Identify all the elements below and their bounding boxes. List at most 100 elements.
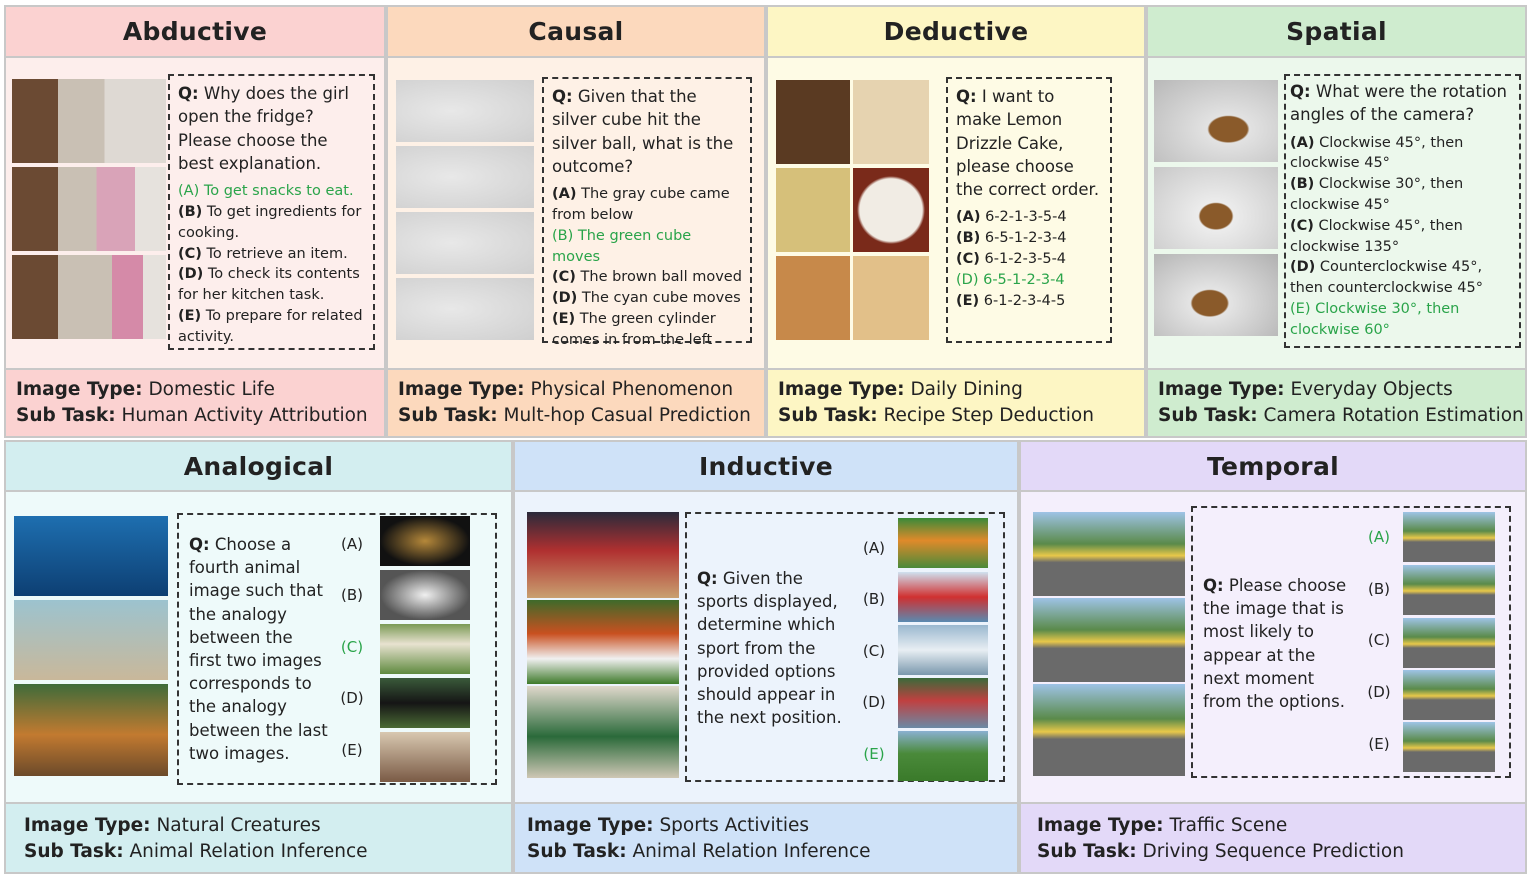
question-box: Q: What were the rotation angles of the … bbox=[1284, 74, 1521, 348]
option-e-label: (E) bbox=[863, 745, 885, 763]
recipe-image-6 bbox=[853, 256, 929, 340]
panel-footer: Image Type: Everyday Objects Sub Task: C… bbox=[1148, 368, 1525, 436]
question-text: Q: Choose a fourth animal image such tha… bbox=[189, 535, 328, 763]
panel-footer: Image Type: Natural Creatures Sub Task: … bbox=[6, 802, 511, 872]
panel-title: Temporal bbox=[1021, 442, 1525, 492]
football-image bbox=[527, 600, 679, 684]
panel-body: Q: Why does the girl open the fridge? Pl… bbox=[6, 58, 384, 372]
kitchen-frame-2 bbox=[12, 167, 166, 251]
option-a-label: (A) bbox=[1368, 528, 1390, 546]
camera-view-2 bbox=[1154, 167, 1278, 249]
option-e: (E) 6-1-2-3-4-5 bbox=[956, 292, 1066, 309]
option-b: (B) The green cube moves bbox=[552, 227, 692, 265]
option-c-label: (C) bbox=[1367, 631, 1391, 649]
panel-body: Q: Given that the silver cube hit the si… bbox=[388, 58, 764, 372]
option-c-label: (C) bbox=[340, 638, 364, 656]
kitchen-frame-1 bbox=[12, 79, 166, 163]
question-text: Q: What were the rotation angles of the … bbox=[1290, 82, 1507, 125]
image-type-line: Image Type: Natural Creatures bbox=[24, 815, 321, 836]
option-d-label: (D) bbox=[862, 693, 886, 711]
panel-analogical: Analogical Q: Choose a fourth animal ima… bbox=[4, 440, 513, 874]
question-text: Q: I want to make Lemon Drizzle Cake, pl… bbox=[956, 87, 1100, 200]
option-d: (D) To check its contents for her kitche… bbox=[178, 266, 360, 304]
image-type-line: Image Type: Physical Phenomenon bbox=[398, 379, 734, 400]
option-c: (C) The brown ball moved bbox=[552, 269, 742, 286]
recipe-image-3 bbox=[776, 168, 850, 252]
option-b-image bbox=[380, 570, 470, 620]
option-b-image bbox=[1403, 565, 1495, 615]
sub-task-line: Sub Task: Human Activity Attribution bbox=[16, 405, 368, 426]
panel-abductive: Abductive Q: Why does the girl open the … bbox=[4, 5, 386, 438]
option-a: (A) To get snacks to eat. bbox=[178, 183, 354, 200]
option-d: (D) Counterclockwise 45°, then countercl… bbox=[1290, 259, 1483, 297]
recipe-image-4 bbox=[853, 168, 929, 252]
option-a: (A) 6-2-1-3-5-4 bbox=[956, 209, 1067, 226]
basketball-image bbox=[527, 512, 679, 598]
option-c-image bbox=[898, 625, 988, 675]
sub-task-line: Sub Task: Mult-hop Casual Prediction bbox=[398, 405, 751, 426]
option-c-image bbox=[380, 624, 470, 674]
image-type-line: Image Type: Traffic Scene bbox=[1037, 815, 1288, 836]
question: Why does the girl open the fridge? Pleas… bbox=[178, 84, 349, 173]
option-c: (C) To retrieve an item. bbox=[178, 245, 348, 262]
scene-frame-2 bbox=[396, 146, 534, 208]
option-e-image bbox=[1403, 722, 1495, 772]
option-e-label: (E) bbox=[1368, 735, 1390, 753]
option-e: (E) Clockwise 30°, then clockwise 60° bbox=[1290, 300, 1460, 338]
panel-title: Abductive bbox=[6, 7, 384, 58]
option-b: (B) To get ingredients for cooking. bbox=[178, 203, 362, 241]
panel-deductive: Deductive Q: I want to make Lemon Drizzl… bbox=[766, 5, 1146, 438]
panel-title: Causal bbox=[388, 7, 764, 58]
panel-body: Q: Choose a fourth animal image such tha… bbox=[6, 492, 511, 806]
option-e: (E) The green cylinder comes in from the… bbox=[552, 310, 716, 348]
option-e-label: (E) bbox=[341, 741, 363, 759]
question-box: Q: Given the sports displayed, determine… bbox=[685, 512, 1005, 782]
sub-task-line: Sub Task: Driving Sequence Prediction bbox=[1037, 841, 1404, 862]
camera-view-1 bbox=[1154, 80, 1278, 162]
option-e: (E) To prepare for related activity. bbox=[178, 307, 363, 345]
sub-task-line: Sub Task: Camera Rotation Estimation bbox=[1158, 405, 1524, 426]
panel-title: Analogical bbox=[6, 442, 511, 492]
panel-title: Inductive bbox=[515, 442, 1017, 492]
tiger-image bbox=[14, 684, 168, 776]
question-text: Q: Why does the girl open the fridge? Pl… bbox=[178, 82, 365, 175]
panel-body: Q: What were the rotation angles of the … bbox=[1148, 58, 1525, 372]
option-e-image bbox=[898, 731, 988, 781]
kitchen-frame-3 bbox=[12, 255, 166, 339]
recipe-image-2 bbox=[853, 80, 929, 164]
option-b: (B) Clockwise 30°, then clockwise 45° bbox=[1290, 176, 1464, 213]
panel-body: Q: I want to make Lemon Drizzle Cake, pl… bbox=[768, 58, 1144, 372]
question-box: Q: Please choose the image that is most … bbox=[1191, 506, 1511, 778]
road-frame-1 bbox=[1033, 512, 1185, 596]
rugby-image bbox=[527, 686, 679, 778]
option-c-label: (C) bbox=[862, 642, 886, 660]
option-a-label: (A) bbox=[863, 539, 885, 557]
option-d-label: (D) bbox=[1367, 683, 1391, 701]
panel-footer: Image Type: Sports Activities Sub Task: … bbox=[515, 802, 1017, 872]
option-a-label: (A) bbox=[341, 535, 363, 553]
shark-image bbox=[14, 516, 168, 596]
question-box: Q: Given that the silver cube hit the si… bbox=[542, 77, 752, 348]
panel-causal: Causal Q: Given that the silver cube hit… bbox=[386, 5, 766, 438]
question-box: Q: Why does the girl open the fridge? Pl… bbox=[168, 74, 375, 350]
sub-task-line: Sub Task: Animal Relation Inference bbox=[24, 841, 368, 862]
option-a: (A) Clockwise 45°, then clockwise 45° bbox=[1290, 134, 1464, 172]
option-b: (B) 6-5-1-2-3-4 bbox=[956, 230, 1067, 247]
recipe-image-5 bbox=[776, 256, 850, 340]
option-d-image bbox=[898, 678, 988, 728]
image-type-line: Image Type: Everyday Objects bbox=[1158, 379, 1453, 400]
road-frame-2 bbox=[1033, 598, 1185, 682]
option-c: (C) 6-1-2-3-5-4 bbox=[956, 251, 1067, 268]
option-b-label: (B) bbox=[1368, 580, 1390, 598]
option-d: (D) The cyan cube moves bbox=[552, 290, 741, 307]
q-label: Q: bbox=[178, 84, 199, 103]
image-type-line: Image Type: Daily Dining bbox=[778, 379, 1023, 400]
option-a: (A) The gray cube came from below bbox=[552, 186, 730, 223]
panel-footer: Image Type: Traffic Scene Sub Task: Driv… bbox=[1021, 802, 1525, 872]
option-b-label: (B) bbox=[341, 586, 363, 604]
option-d-label: (D) bbox=[340, 689, 364, 707]
option-d: (D) 6-5-1-2-3-4 bbox=[956, 271, 1065, 288]
question-box: Q: I want to make Lemon Drizzle Cake, pl… bbox=[946, 77, 1112, 343]
image-type-line: Image Type: Sports Activities bbox=[527, 815, 810, 836]
question-text: Q: Please choose the image that is most … bbox=[1203, 576, 1347, 712]
